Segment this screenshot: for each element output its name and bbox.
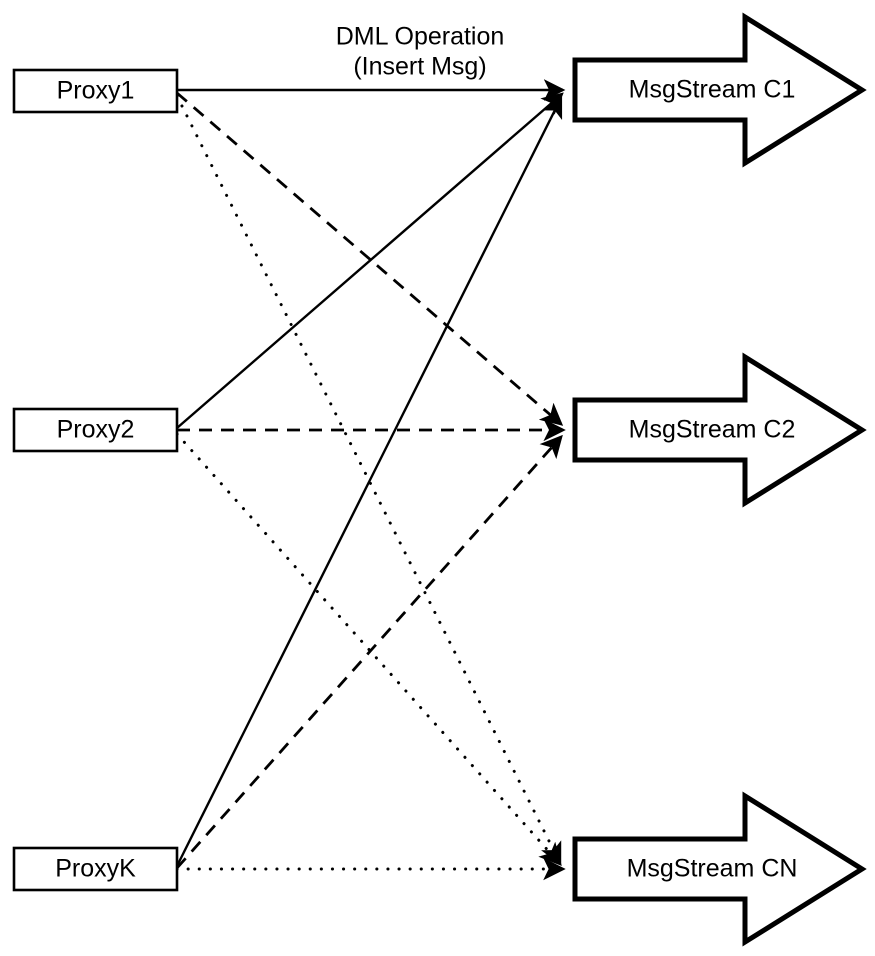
link-proxy2-to-c1[interactable] (176, 92, 564, 429)
c2-block-arrow-shape[interactable] (572, 352, 867, 508)
link-proxy2-to-cn[interactable] (175, 432, 562, 867)
msgstream-node-c1[interactable]: MsgStream C1 (572, 12, 867, 168)
proxy-node-proxyk[interactable]: ProxyK (12, 846, 179, 892)
proxy1-box[interactable] (12, 68, 179, 114)
cn-block-arrow-shape[interactable] (572, 791, 867, 947)
proxy-node-proxy2[interactable]: Proxy2 (12, 407, 179, 453)
proxy-node-proxy1[interactable]: Proxy1 (12, 68, 179, 114)
annotation-line-2: (Insert Msg) (353, 53, 486, 81)
proxy1-label: Proxy1 (57, 77, 135, 105)
c2-label: MsgStream C2 (629, 416, 796, 444)
msgstream-node-cn[interactable]: MsgStream CN (572, 791, 867, 947)
link-proxyk-to-c1[interactable] (175, 95, 563, 867)
proxyk-box[interactable] (12, 846, 179, 892)
link-layer (175, 79, 566, 881)
proxy2-label: Proxy2 (57, 416, 135, 444)
link-proxy1-to-c2[interactable] (176, 91, 564, 426)
proxy2-box[interactable] (12, 407, 179, 453)
c1-block-arrow-shape[interactable] (572, 12, 867, 168)
link-proxy1-to-cn[interactable] (175, 94, 562, 866)
c1-label: MsgStream C1 (629, 76, 796, 104)
msgstream-node-c2[interactable]: MsgStream C2 (572, 352, 867, 508)
annotation-line-1: DML Operation (336, 23, 505, 51)
cn-label: MsgStream CN (627, 855, 798, 883)
link-proxyk-to-c2[interactable] (175, 434, 563, 869)
proxyk-label: ProxyK (55, 855, 136, 883)
edge-annotation-dml-operation: DML Operation (Insert Msg) (336, 23, 505, 81)
